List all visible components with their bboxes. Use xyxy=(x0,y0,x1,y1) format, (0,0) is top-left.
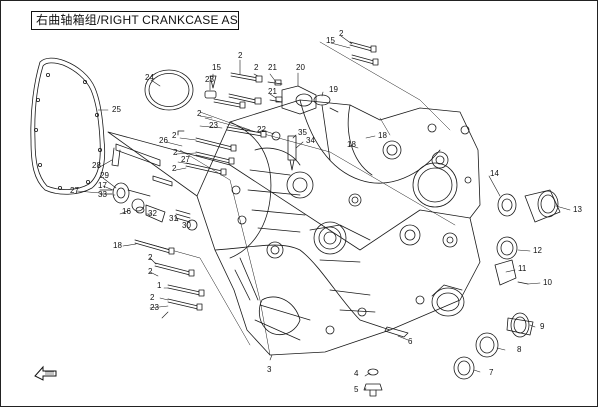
callout-18: 18 xyxy=(378,131,387,140)
callout-2: 2 xyxy=(254,63,259,72)
gasket-25 xyxy=(30,57,106,195)
callout-2: 2 xyxy=(172,131,177,140)
callout-22: 22 xyxy=(257,125,266,134)
callout-15: 15 xyxy=(326,36,335,45)
callout-16: 16 xyxy=(122,207,131,216)
callout-5: 5 xyxy=(354,385,359,394)
callout-9: 9 xyxy=(540,322,545,331)
callout-12: 12 xyxy=(533,246,542,255)
callout-18: 18 xyxy=(113,241,122,250)
callout-26: 26 xyxy=(159,136,168,145)
callout-33: 33 xyxy=(98,190,107,199)
callout-23: 23 xyxy=(205,75,214,84)
callout-18: 18 xyxy=(347,140,356,149)
callout-2: 2 xyxy=(148,253,153,262)
callout-11: 11 xyxy=(518,264,527,273)
callout-15: 15 xyxy=(212,63,221,72)
drain-plug xyxy=(363,368,383,397)
callout-34: 34 xyxy=(306,136,315,145)
callout-35: 35 xyxy=(298,128,307,137)
part-19 xyxy=(313,94,339,161)
callout-1: 1 xyxy=(157,281,162,290)
callout-14: 14 xyxy=(490,169,499,178)
crankcase-bores xyxy=(231,123,472,335)
callout-17: 17 xyxy=(98,181,107,190)
bearings-right xyxy=(494,189,561,286)
callout-20: 20 xyxy=(296,63,305,72)
callout-27: 27 xyxy=(70,186,79,195)
reference-lines xyxy=(134,41,456,356)
callout-2: 2 xyxy=(172,164,177,173)
bolts xyxy=(134,41,375,310)
callout-32: 32 xyxy=(148,209,157,218)
callout-31: 31 xyxy=(169,214,178,223)
callout-10: 10 xyxy=(543,278,552,287)
callout-24: 24 xyxy=(145,73,154,82)
callout-2: 2 xyxy=(339,29,344,38)
bolt-heads xyxy=(168,45,379,311)
callout-8: 8 xyxy=(517,345,522,354)
cover-gasket-24 xyxy=(144,69,194,111)
front-direction-arrow-icon xyxy=(34,365,57,381)
callout-6: 6 xyxy=(408,337,413,346)
callout-27: 27 xyxy=(181,155,190,164)
callout-23: 23 xyxy=(209,121,218,130)
callout-2: 2 xyxy=(150,293,155,302)
callout-21: 21 xyxy=(268,87,277,96)
diagram-title: 右曲轴箱组/RIGHT CRANKCASE ASSY xyxy=(31,11,239,30)
seals-lower-right xyxy=(384,284,534,380)
callout-28: 28 xyxy=(92,161,101,170)
callout-2: 2 xyxy=(173,148,178,157)
callout-30: 30 xyxy=(182,221,191,230)
callout-2: 2 xyxy=(197,109,202,118)
crankcase-housing xyxy=(107,99,481,356)
callout-7: 7 xyxy=(489,368,494,377)
callout-25: 25 xyxy=(112,105,121,114)
left-assembly-parts xyxy=(99,143,198,231)
callout-3: 3 xyxy=(267,365,272,374)
callout-2: 2 xyxy=(148,267,153,276)
callout-19: 19 xyxy=(329,85,338,94)
parts-34-35 xyxy=(271,131,297,171)
callout-2: 2 xyxy=(238,51,243,60)
callout-23: 23 xyxy=(150,303,159,312)
callout-4: 4 xyxy=(354,369,359,378)
callout-29: 29 xyxy=(100,171,109,180)
callout-13: 13 xyxy=(573,205,582,214)
callout-21: 21 xyxy=(268,63,277,72)
